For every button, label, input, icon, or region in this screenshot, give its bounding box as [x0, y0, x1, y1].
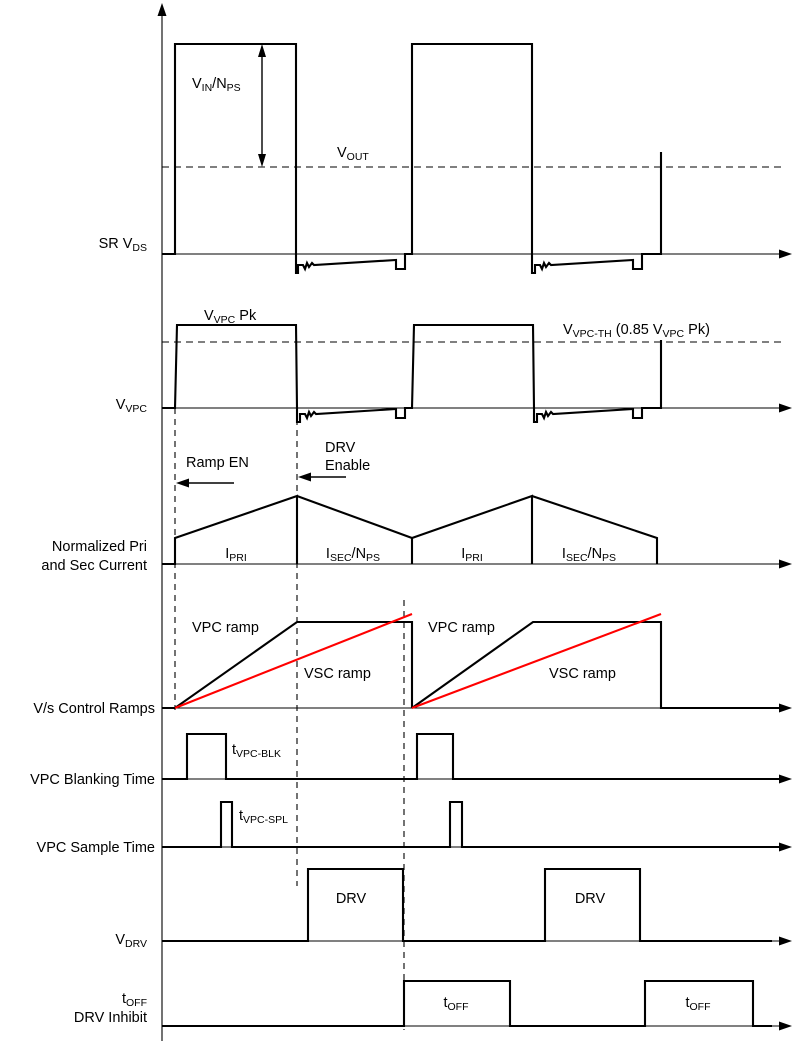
vin-nps-arrow-up-icon [258, 44, 266, 57]
blanking-axis-arrow-icon [779, 774, 792, 784]
isec-label-1: ISEC/NPS [326, 546, 380, 564]
ramps-axis-arrow-icon [779, 703, 792, 713]
ipri-label-2: IPRI [461, 546, 483, 564]
axis-label-current-line2: and Sec Current [41, 558, 147, 574]
row-vpc-sample-time: tVPC-SPL VPC Sample Time [37, 800, 792, 856]
y-axis-arrow-icon [157, 3, 167, 16]
drv-enable-label-line1: DRV [325, 440, 356, 456]
axis-label-v-vpc: VVPC [116, 397, 148, 415]
row-toff-drv-inhibit: tOFF tOFF tOFF DRV Inhibit [74, 979, 792, 1031]
vsc-ramp-2 [411, 613, 662, 709]
drv-enable-arrow-icon [298, 472, 311, 482]
toff-label-2: tOFF [685, 995, 710, 1013]
vout-label: VOUT [337, 145, 369, 163]
axis-label-toff-line2: DRV Inhibit [74, 1010, 147, 1026]
marker-drv-enable: DRV Enable [298, 440, 370, 482]
vpc-ramp-1 [162, 620, 414, 710]
tvpc-spl-label: tVPC-SPL [239, 808, 288, 826]
ramp-en-arrow-icon [176, 478, 189, 488]
vpc-ramp-label-1: VPC ramp [192, 620, 259, 636]
vpc-threshold-label: VVPC-TH (0.85 VVPC Pk) [563, 322, 710, 340]
toff-inhibit-waveform [162, 979, 772, 1028]
toff-label-1: tOFF [443, 995, 468, 1013]
vertical-guides [174, 408, 405, 1030]
v-vpc-waveform [162, 323, 663, 424]
axis-label-current-line1: Normalized Pri [52, 539, 147, 555]
v-drv-waveform [162, 867, 772, 943]
vpc-blanking-waveform [162, 732, 784, 781]
isec-ramp-2 [531, 495, 659, 564]
vin-nps-arrow-down-icon [258, 154, 266, 167]
vpc-pk-label: VVPC Pk [204, 308, 257, 326]
vpc-ramp-label-2: VPC ramp [428, 620, 495, 636]
row-normalized-current: IPRI ISEC/NPS IPRI ISEC/NPS Normalized P… [41, 494, 792, 574]
vpc-ramp-2 [411, 620, 784, 710]
vin-nps-label: VIN/NPS [192, 76, 241, 94]
axis-label-v-drv: VDRV [115, 932, 147, 950]
toff-axis-arrow-icon [779, 1021, 792, 1031]
drv-enable-label-line2: Enable [325, 458, 370, 474]
current-axis-arrow-icon [779, 559, 792, 569]
axis-label-vs-control-ramps: V/s Control Ramps [33, 701, 155, 717]
isec-label-2: ISEC/NPS [562, 546, 616, 564]
vsc-ramp-label-1: VSC ramp [304, 666, 371, 682]
row-sr-vds: VIN/NPS VOUT SR VDS [99, 3, 792, 1041]
axis-label-vpc-blanking-time: VPC Blanking Time [30, 772, 155, 788]
vsc-ramp-label-2: VSC ramp [549, 666, 616, 682]
marker-ramp-en: Ramp EN [176, 455, 249, 488]
vsc-ramp-1 [174, 613, 413, 709]
sample-axis-arrow-icon [779, 842, 792, 852]
vdrv-axis-arrow-icon [779, 936, 792, 946]
row-v-drv: DRV DRV VDRV [115, 867, 792, 950]
row-v-vpc: VVPC Pk VVPC-TH (0.85 VVPC Pk) VVPC [116, 308, 792, 424]
ramp-en-label: Ramp EN [186, 455, 249, 471]
sr-vds-axis-arrow-icon [779, 249, 792, 259]
drv-label-2: DRV [575, 891, 606, 907]
drv-label-1: DRV [336, 891, 367, 907]
ipri-ramp-1 [162, 494, 299, 566]
row-vpc-blanking-time: tVPC-BLK VPC Blanking Time [30, 732, 792, 788]
tvpc-blk-label: tVPC-BLK [232, 742, 281, 760]
axis-label-sr-vds: SR VDS [99, 236, 147, 254]
sr-vds-waveform [162, 42, 663, 275]
axis-label-vpc-sample-time: VPC Sample Time [37, 840, 155, 856]
row-vs-control-ramps: VPC ramp VSC ramp VPC ramp VSC ramp V/s … [33, 613, 792, 717]
vpc-sample-waveform [162, 800, 784, 849]
axis-label-toff-line1: tOFF [122, 991, 147, 1009]
v-vpc-axis-arrow-icon [779, 403, 792, 413]
ipri-label-1: IPRI [225, 546, 247, 564]
